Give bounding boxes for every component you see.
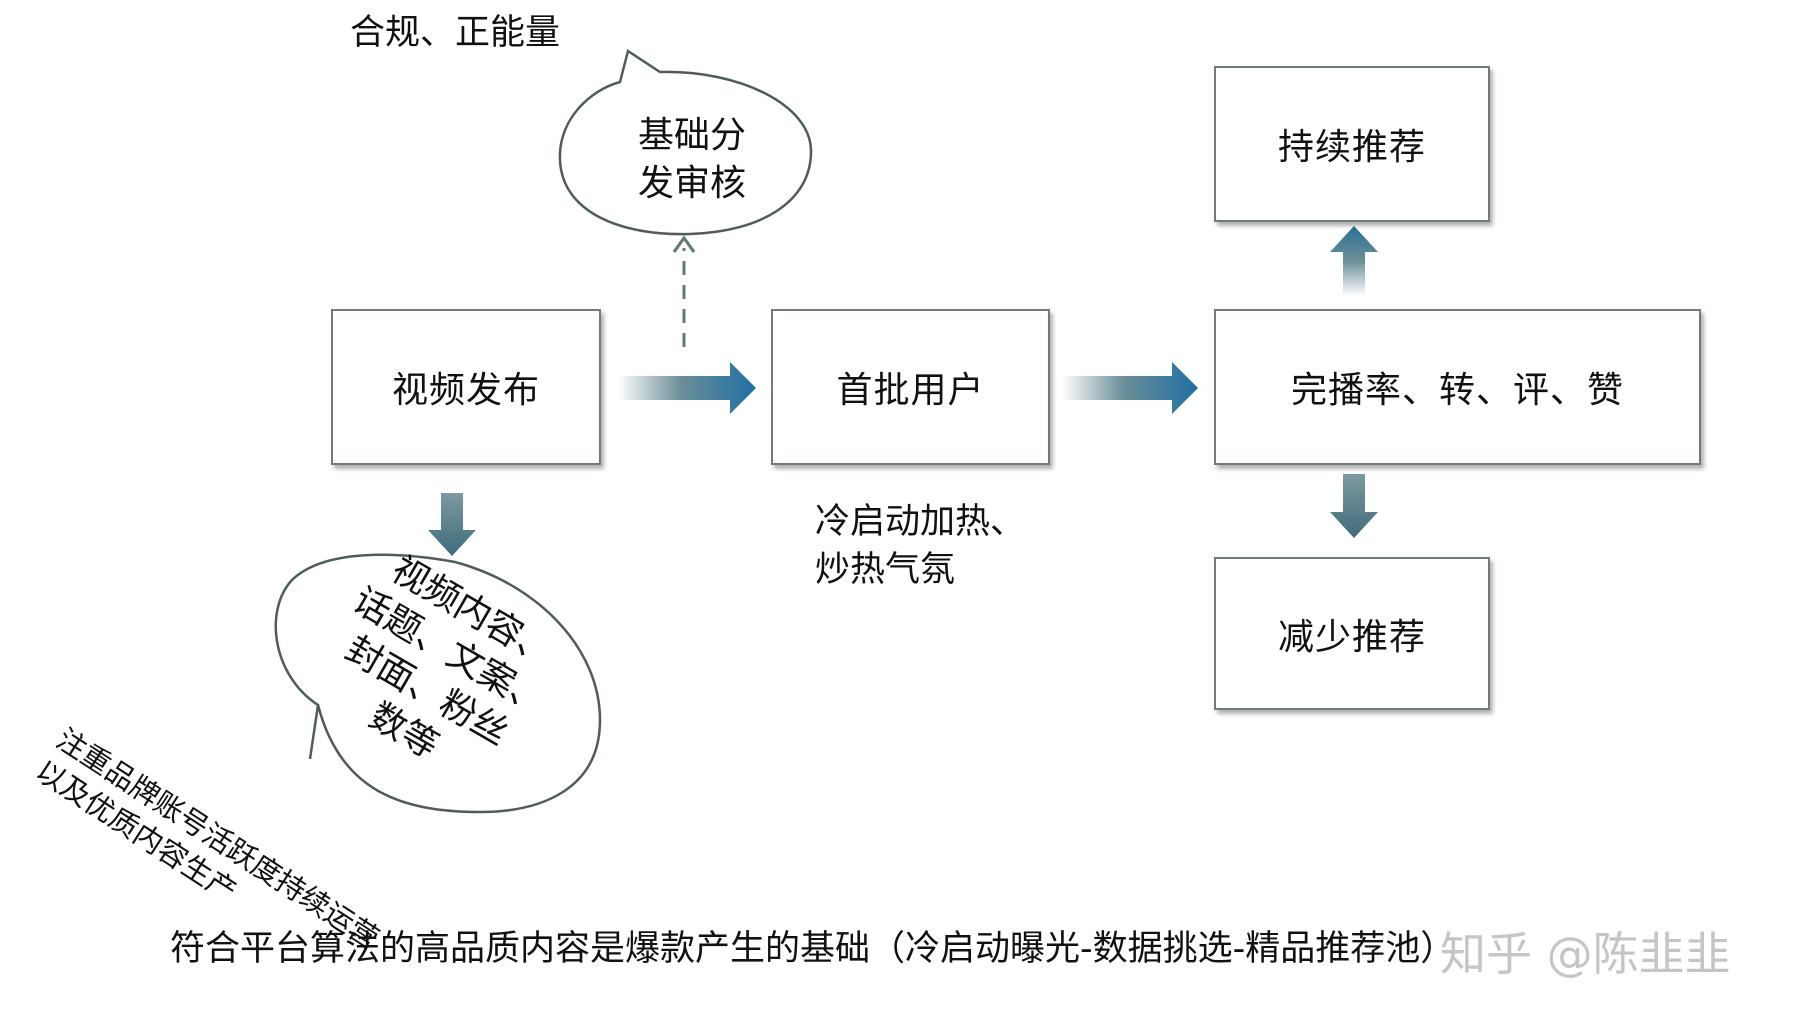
dashed-arrow-head	[672, 235, 696, 253]
node-keep-recommend: 持续推荐	[1214, 66, 1490, 222]
arrow-users-to-metrics	[1062, 362, 1198, 414]
arrow-up-keep	[1330, 226, 1378, 296]
node-reduce-recommend: 减少推荐	[1214, 557, 1490, 710]
compliance-note: 合规、正能量	[350, 13, 561, 53]
node-first-users: 首批用户	[771, 309, 1050, 465]
arrow-down-reduce	[1330, 474, 1378, 538]
node-metrics: 完播率、转、评、赞	[1214, 309, 1701, 465]
cold-start-line-2: 炒热气氛	[815, 550, 956, 590]
cold-start-note: 冷启动加热、 炒热气氛	[815, 498, 1025, 594]
cold-start-line-1: 冷启动加热、	[815, 502, 1026, 542]
node-video-publish: 视频发布	[331, 309, 601, 465]
caption: 符合平台算法的高品质内容是爆款产生的基础（冷启动曝光-数据挑选-精品推荐池）	[170, 929, 1456, 969]
arrow-down-content	[428, 493, 476, 556]
content-bubble	[274, 553, 602, 814]
watermark: 知乎 @陈韭韭	[1440, 927, 1731, 981]
review-line-2: 发审核	[637, 163, 746, 204]
review-bubble-text: 基础分 发审核	[612, 112, 772, 208]
arrow-publish-to-users	[618, 362, 756, 414]
review-bubble	[558, 48, 813, 236]
review-line-1: 基础分	[637, 115, 746, 156]
